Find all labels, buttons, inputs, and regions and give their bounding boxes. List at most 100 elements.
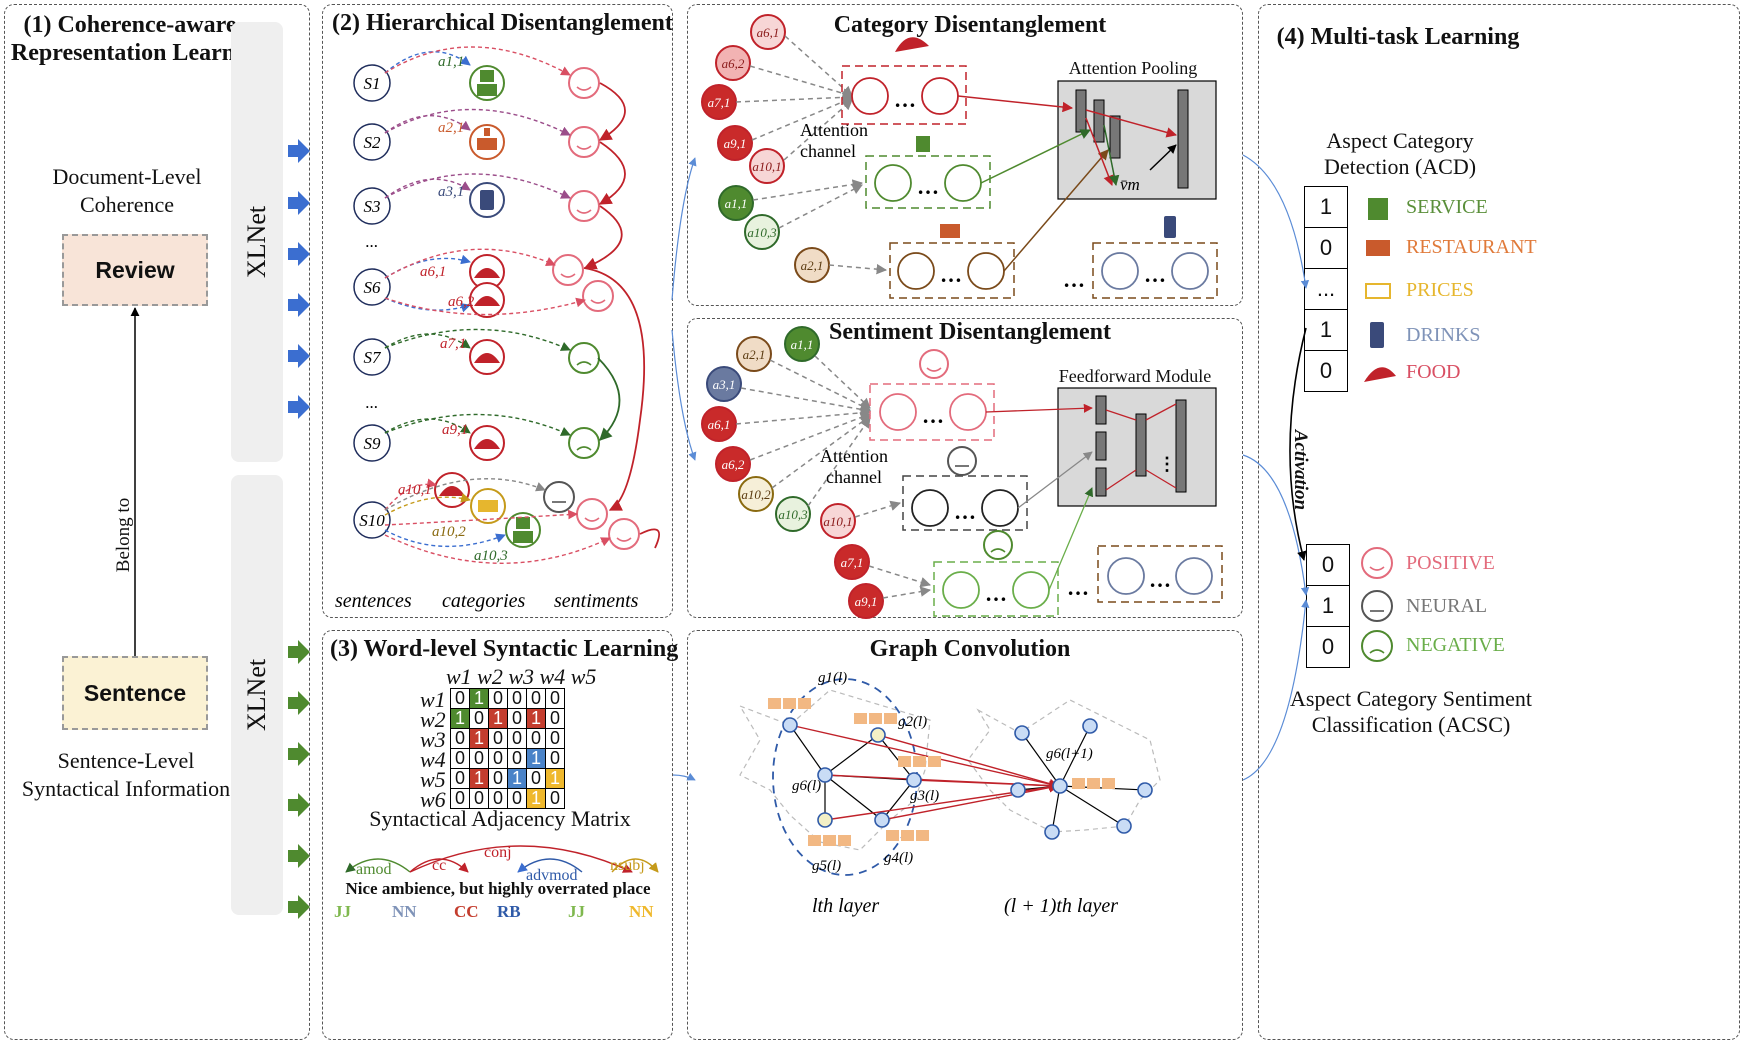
acsc-line2: Classification (ACSC) [1311,712,1511,737]
acd-cell: 0 [1304,350,1348,392]
matrix-cell: 1 [526,748,546,769]
panel4-title: (4) Multi-task Learning [1276,24,1520,50]
panel-coherence [4,4,310,1040]
acd-cell: 1 [1304,186,1348,228]
matrix-cell: 0 [450,728,470,749]
matrix-cell: 1 [450,708,470,729]
activation-text: Activation [1290,429,1311,511]
attention-pooling-label: Attention Pooling [1068,58,1198,78]
category-title: Category Disentanglement [833,12,1107,38]
acsc-cell: 0 [1306,626,1350,668]
matrix-cell: 0 [469,708,489,729]
acd-line2: Detection (ACD) [1323,154,1477,179]
sentence-box: Sentence [62,656,208,730]
matrix-cell: 0 [507,728,527,749]
xlnet-top: XLNet [231,22,283,462]
legend-service: SERVICE [1406,196,1488,218]
matrix-cell: 1 [545,768,565,789]
panel2-title: (2) Hierarchical Disentanglement [332,10,673,36]
acsc-cell: 0 [1306,544,1350,586]
matrix-cell: 0 [545,708,565,729]
matrix-cell: 0 [507,748,527,769]
belong-to-label: Belong to [104,480,144,590]
matrix-cell: 1 [526,788,546,809]
matrix-cell: 0 [545,748,565,769]
dependency-sentence: Nice ambience, but highly overrated plac… [345,879,651,898]
pos-tag-jj-2: JJ [568,902,585,921]
activation-label: Activation [1280,420,1320,520]
acd-line1: Aspect Category [1326,128,1474,153]
xlnet-top-label: XLNet [242,205,271,279]
acsc-line1: Aspect Category Sentiment [1290,686,1532,711]
legend-negative: NEGATIVE [1406,634,1505,656]
matrix-cell: 0 [507,708,527,729]
sent-level-line1: Sentence-Level [57,748,195,773]
panel-graph [687,630,1243,1040]
legend-drinks: DRINKS [1406,324,1481,346]
row-header: w1 [420,687,446,712]
pos-tag-cc: CC [454,902,479,921]
acsc-vector: 0 1 0 [1306,544,1350,668]
panel-syntactic [322,630,673,1040]
pos-tag-nn-2: NN [629,902,654,921]
matrix-cell: 1 [469,728,489,749]
matrix-cell: 0 [545,788,565,809]
row-header: w3 [420,727,446,752]
matrix-cell: 1 [526,708,546,729]
pos-tag-jj: JJ [334,902,351,921]
legend-positive: POSITIVE [1406,552,1495,574]
row-header: w5 [420,767,446,792]
matrix-cell: 0 [450,768,470,789]
matrix-cell: 0 [545,688,565,709]
doc-level-line1: Document-Level [52,164,202,189]
panel3-title: (3) Word-level Syntactic Learning [330,636,679,662]
acd-vector: 1 0 ... 1 0 [1304,186,1348,392]
acd-cell: 1 [1304,309,1348,351]
matrix-cell: 0 [526,728,546,749]
matrix-cell: 0 [526,688,546,709]
panel-category [687,4,1243,306]
graph-title: Graph Convolution [869,636,1071,662]
matrix-cell: 0 [488,688,508,709]
sent-level-line2: Syntactical Information [21,776,231,801]
acsc-cell: 1 [1306,585,1350,627]
matrix-cell: 0 [488,748,508,769]
matrix-cell: 1 [469,688,489,709]
legend-prices: PRICES [1406,279,1474,301]
matrix-cell: 0 [488,728,508,749]
doc-level-line2: Coherence [79,192,175,217]
feedforward-label: Feedforward Module [1058,366,1212,386]
review-box: Review [62,234,208,306]
panel-sentiment [687,318,1243,618]
matrix-cell: 0 [545,728,565,749]
row-header: w4 [420,747,446,772]
legend-neural: NEURAL [1406,595,1488,617]
matrix-cell: 0 [450,688,470,709]
legend-restaurant: RESTAURANT [1406,236,1537,258]
matrix-cell: 1 [488,708,508,729]
row-header: w6 [420,787,446,812]
matrix-cell: 0 [526,768,546,789]
xlnet-bottom: XLNet [231,475,283,915]
panel1-title-line2: Representation Learning [10,40,268,66]
matrix-cell: 0 [507,688,527,709]
acd-cell: ... [1304,268,1348,310]
matrix-cell: 0 [469,748,489,769]
legend-food: FOOD [1406,361,1461,383]
matrix-cell: 1 [507,768,527,789]
belong-to-text: Belong to [113,497,134,573]
matrix-row-headers: w1 w2 w3 w4 w5 w6 [420,687,446,812]
matrix-cell: 1 [469,768,489,789]
acd-cell: 0 [1304,227,1348,269]
xlnet-bottom-label: XLNet [242,658,271,732]
panel1-title-line1: (1) Coherence-aware [23,12,237,38]
matrix-cell: 0 [450,748,470,769]
matrix-caption: Syntactical Adjacency Matrix [369,806,631,831]
sentiment-title: Sentiment Disentanglement [829,319,1111,345]
row-header: w2 [420,707,446,732]
pos-tag-rb: RB [497,902,521,921]
panel-hierarchical [322,4,673,618]
matrix-col-headers: w1 w2 w3 w4 w5 [446,664,597,689]
matrix-cell: 0 [488,768,508,789]
